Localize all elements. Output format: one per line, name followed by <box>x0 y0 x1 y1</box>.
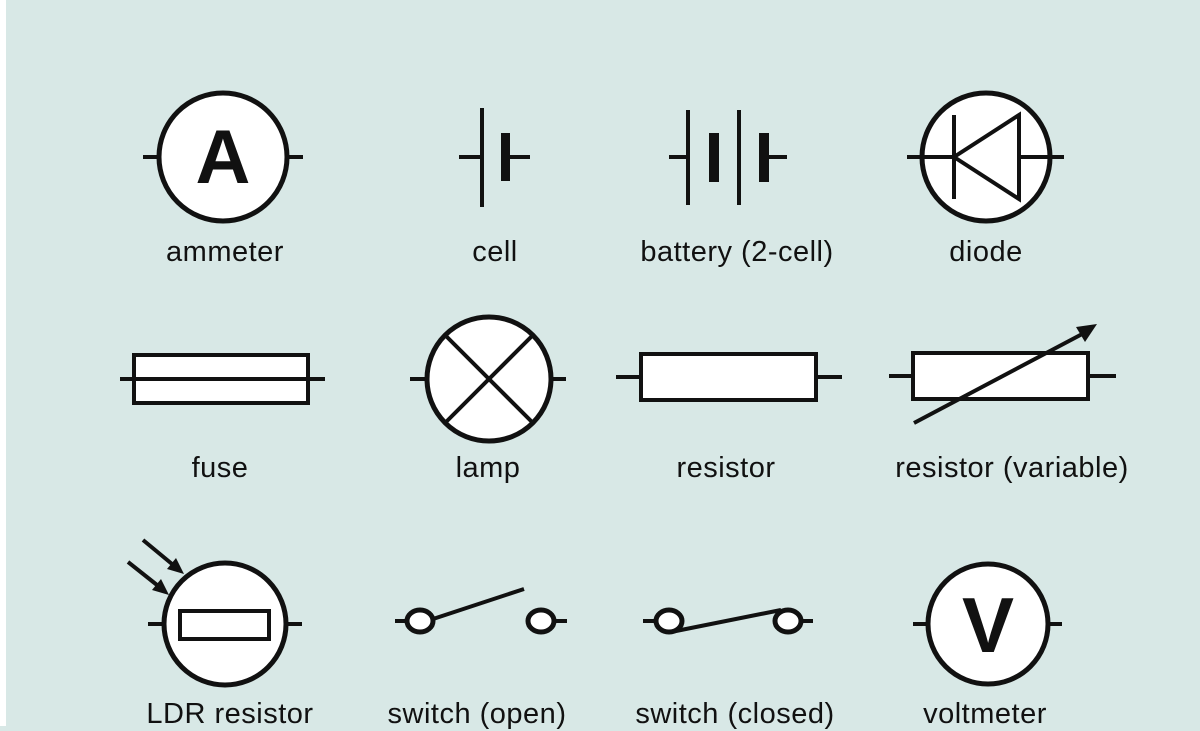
symbol-label: cell <box>472 236 518 268</box>
symbol-label: resistor (variable) <box>895 452 1129 484</box>
voltmeter-icon: V <box>913 561 1062 687</box>
symbol-open-switch: switch (open) <box>327 500 627 730</box>
symbol-battery: battery (2-cell) <box>587 0 887 290</box>
symbol-label: LDR resistor <box>146 698 314 730</box>
symbol-label: diode <box>949 236 1023 268</box>
ammeter-glyph: A <box>196 115 251 200</box>
symbol-cell: cell <box>345 0 645 290</box>
symbol-ammeter: A ammeter <box>75 0 375 290</box>
symbol-variable-resistor: resistor (variable) <box>862 290 1162 500</box>
symbol-resistor: resistor <box>576 290 876 500</box>
open-switch-icon <box>395 587 567 635</box>
symbol-label: switch (closed) <box>635 698 835 730</box>
symbol-label: lamp <box>455 452 521 484</box>
fuse-icon <box>120 353 325 405</box>
symbol-label: ammeter <box>166 236 284 268</box>
symbol-diode: diode <box>836 0 1136 290</box>
battery-icon <box>669 110 787 205</box>
symbol-label: battery (2-cell) <box>640 236 834 268</box>
symbol-label: fuse <box>191 452 249 484</box>
lamp-icon <box>410 314 566 444</box>
diode-icon <box>907 90 1064 224</box>
voltmeter-glyph: V <box>962 581 1014 669</box>
symbol-voltmeter: V voltmeter <box>835 500 1135 730</box>
symbol-closed-switch: switch (closed) <box>585 500 885 730</box>
symbol-label: resistor <box>676 452 776 484</box>
ldr-icon <box>126 538 302 688</box>
symbol-label: switch (open) <box>387 698 567 730</box>
symbol-fuse: fuse <box>70 290 370 500</box>
cell-icon <box>459 108 530 207</box>
ammeter-icon: A <box>143 90 303 224</box>
symbol-lamp: lamp <box>338 290 638 500</box>
closed-switch-icon <box>643 607 813 635</box>
image-left-border <box>0 0 6 726</box>
variable-resistor-icon <box>889 324 1116 425</box>
symbol-label: voltmeter <box>923 698 1047 730</box>
symbol-ldr: LDR resistor <box>80 500 380 730</box>
resistor-icon <box>616 352 842 402</box>
